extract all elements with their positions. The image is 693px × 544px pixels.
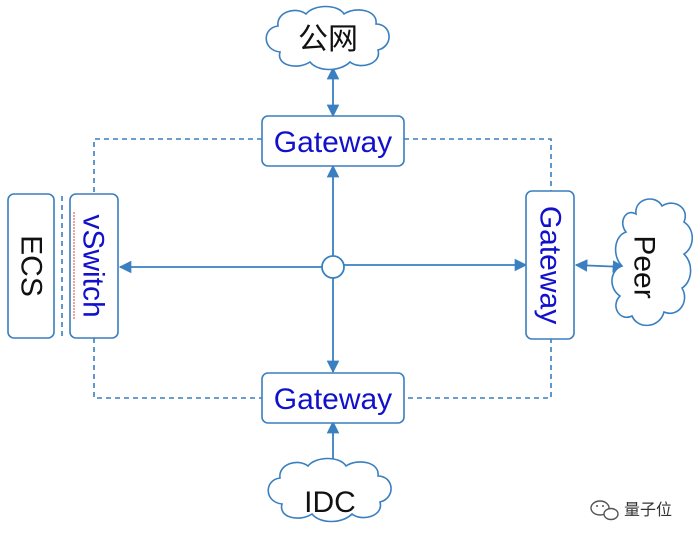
node-gateway-bottom: Gateway	[261, 372, 405, 424]
solid-links	[118, 66, 626, 477]
node-gateway-top-label: Gateway	[274, 126, 392, 159]
node-ecs: ECS	[7, 193, 55, 339]
node-gateway-right: Gateway	[525, 190, 575, 340]
node-ecs-label: ECS	[15, 235, 48, 297]
watermark-label: 量子位	[624, 500, 672, 519]
cloud-public-network-label: 公网	[298, 22, 358, 57]
node-vswitch-label: vSwitch	[77, 214, 110, 317]
cloud-peer-label: Peer	[628, 235, 661, 298]
watermark: 量子位	[590, 500, 672, 521]
node-gateway-top: Gateway	[261, 115, 405, 167]
link-gateway-right-peer	[574, 259, 626, 273]
node-vswitch: vSwitch	[69, 193, 119, 339]
hub-node	[321, 255, 345, 279]
wechat-icon	[590, 500, 619, 521]
cloud-public-network: 公网	[265, 5, 390, 71]
dashed-ring	[61, 138, 552, 399]
node-gateway-bottom-label: Gateway	[274, 383, 392, 416]
node-gateway-right-label: Gateway	[534, 206, 567, 324]
cloud-idc-label: IDC	[304, 486, 356, 519]
cloud-peer: Peer	[611, 198, 693, 327]
cloud-idc: IDC	[267, 457, 392, 523]
